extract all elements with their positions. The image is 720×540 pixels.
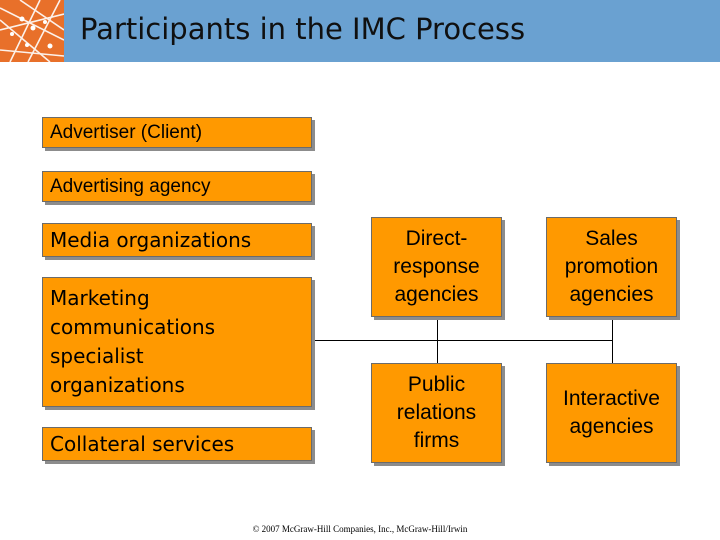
network-logo-icon	[0, 0, 64, 62]
marketing-communications-box: Marketing communications specialist orga…	[42, 277, 312, 407]
direct-response-line-1: Direct-	[405, 227, 468, 250]
interactive-agencies-box: Interactive agencies	[546, 363, 677, 463]
advertiser-client-label: Advertiser (Client)	[50, 121, 203, 143]
connector-horizontal	[313, 340, 613, 341]
direct-response-box: Direct- response agencies	[371, 217, 502, 317]
advertising-agency-box: Advertising agency	[42, 171, 312, 202]
direct-response-line-3: agencies	[394, 283, 479, 306]
public-relations-box: Public relations firms	[371, 363, 502, 463]
marketing-line-3: specialist	[50, 344, 144, 368]
media-organizations-label: Media organizations	[50, 228, 252, 252]
advertising-agency-label: Advertising agency	[50, 175, 211, 197]
connector-vertical-sales-interactive	[612, 316, 613, 366]
copyright-footer: © 2007 McGraw-Hill Companies, Inc., McGr…	[252, 524, 468, 534]
direct-response-line-2: response	[393, 255, 480, 278]
connector-vertical-direct-public	[437, 316, 438, 366]
public-relations-line-2: relations	[396, 401, 477, 424]
page-title: Participants in the IMC Process	[80, 12, 526, 46]
media-organizations-box: Media organizations	[42, 223, 312, 257]
marketing-line-1: Marketing	[50, 286, 150, 310]
collateral-services-box: Collateral services	[42, 427, 312, 461]
sales-promotion-line-3: agencies	[569, 283, 654, 306]
sales-promotion-line-2: promotion	[564, 255, 659, 278]
header-bar: Participants in the IMC Process	[0, 0, 720, 62]
collateral-services-label: Collateral services	[50, 432, 235, 456]
public-relations-line-3: firms	[413, 429, 460, 452]
marketing-line-4: organizations	[50, 373, 185, 397]
interactive-line-2: agencies	[569, 415, 654, 438]
interactive-line-1: Interactive	[563, 387, 660, 410]
sales-promotion-box: Sales promotion agencies	[546, 217, 677, 317]
marketing-line-2: communications	[50, 315, 216, 339]
advertiser-client-box: Advertiser (Client)	[42, 117, 312, 148]
sales-promotion-line-1: Sales	[585, 227, 638, 250]
public-relations-line-1: Public	[407, 373, 466, 396]
